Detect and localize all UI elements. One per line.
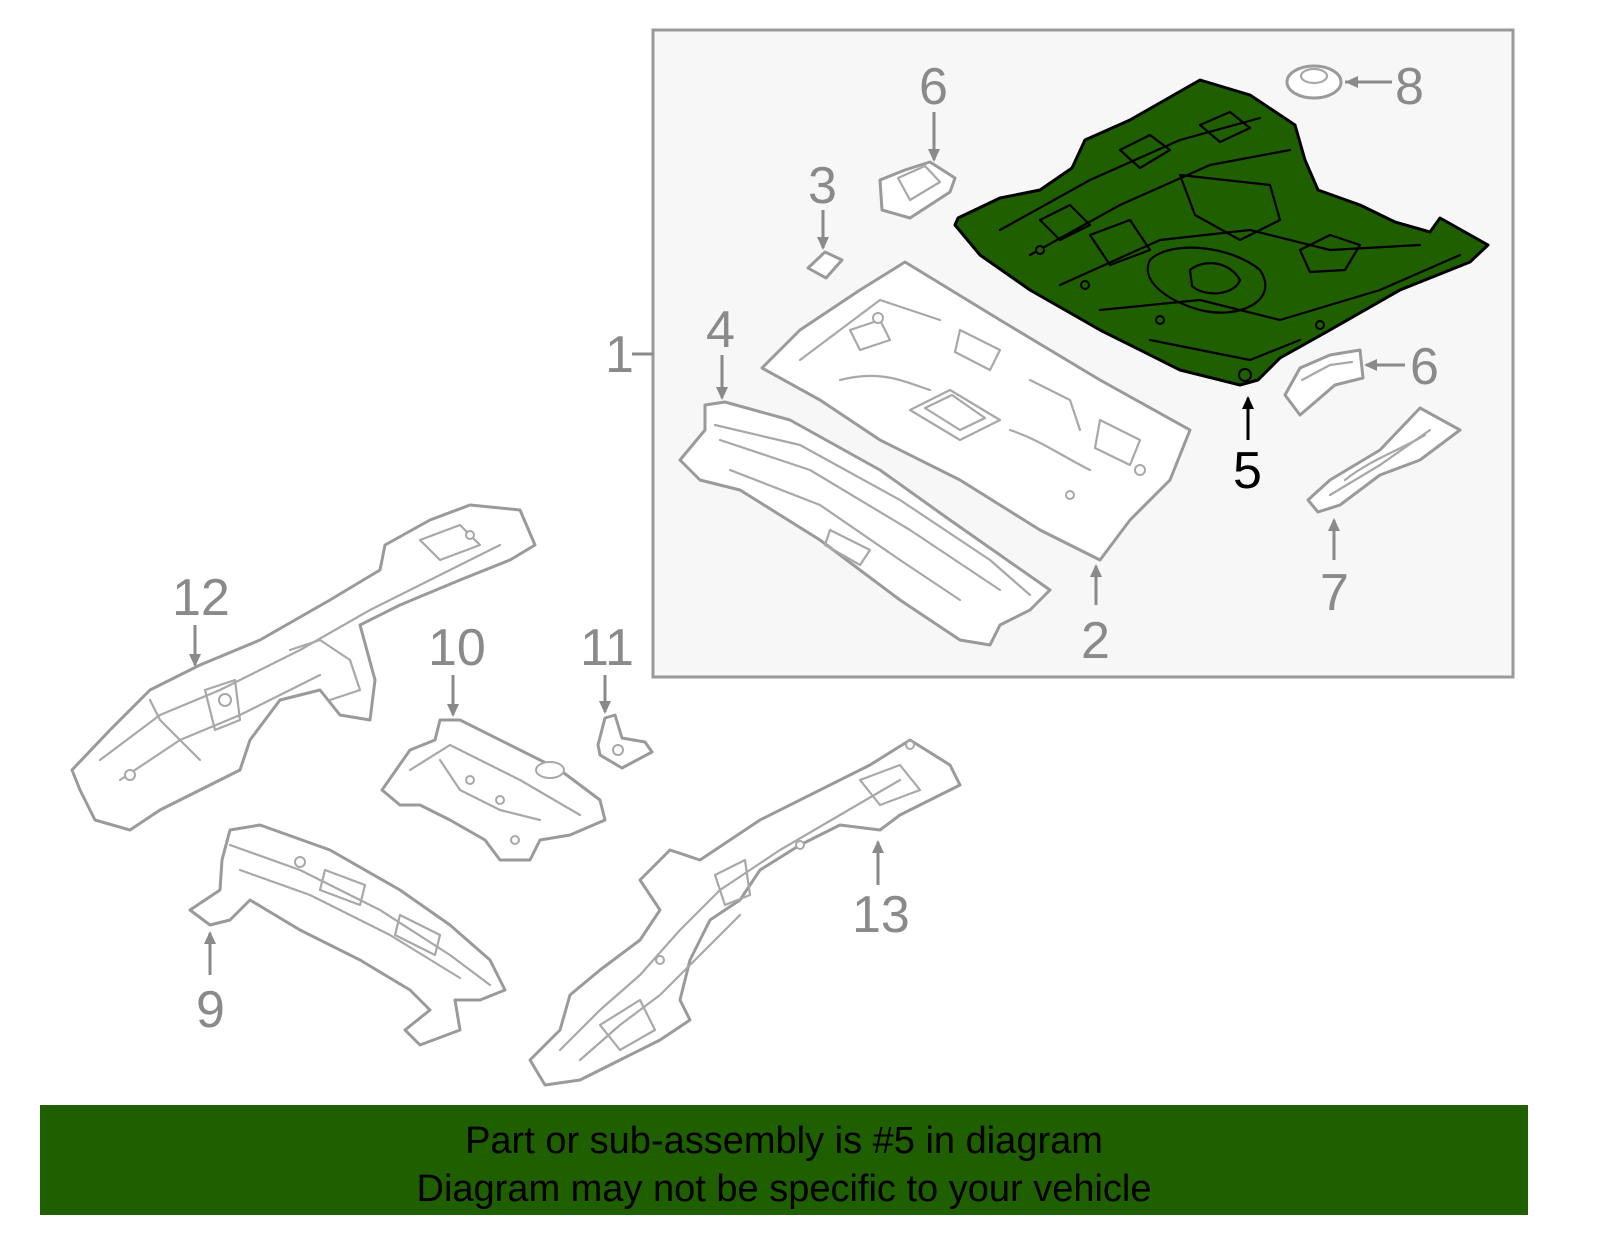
callout-6b[interactable]: 6 (1410, 338, 1439, 396)
callout-12-arrow (189, 625, 201, 667)
callout-6a-arrow (928, 112, 940, 162)
callout-3-arrow (817, 210, 829, 250)
part-12-rear-rail[interactable] (70, 503, 537, 832)
part-5-rear-floor-pan[interactable] (953, 78, 1490, 387)
callout-9-arrow (204, 931, 216, 975)
part-10-bracket[interactable] (380, 718, 607, 862)
callout-5[interactable]: 5 (1233, 442, 1262, 500)
part-6-bracket-lower[interactable] (1283, 348, 1365, 417)
callout-5-arrow (1242, 396, 1254, 440)
info-banner: Part or sub-assembly is #5 in diagram Di… (40, 1105, 1528, 1215)
part-7-reinforcement[interactable] (1306, 406, 1462, 514)
callout-12[interactable]: 12 (172, 569, 230, 627)
callout-6b-arrow (1364, 359, 1405, 371)
part-9-cross-member[interactable] (188, 823, 507, 1047)
banner-line-2: Diagram may not be specific to your vehi… (416, 1168, 1152, 1210)
part-11-bracket[interactable] (596, 713, 654, 770)
banner-line-1: Part or sub-assembly is #5 in diagram (465, 1120, 1103, 1162)
callout-8-arrow (1345, 76, 1392, 88)
part-8-plug[interactable] (1285, 64, 1343, 100)
callout-9[interactable]: 9 (196, 981, 225, 1039)
callout-7[interactable]: 7 (1320, 564, 1349, 622)
callout-8[interactable]: 8 (1395, 58, 1424, 116)
part-4-cross-member[interactable] (678, 400, 1052, 647)
part-3-patch[interactable] (806, 250, 844, 280)
callout-11-arrow (599, 675, 611, 714)
callout-11[interactable]: 11 (580, 619, 634, 677)
callout-7-arrow (1328, 518, 1340, 560)
part-13-rear-rail[interactable] (528, 738, 962, 1087)
callout-13[interactable]: 13 (852, 886, 910, 944)
part-2-floor-panel[interactable] (760, 260, 1192, 562)
callout-2[interactable]: 2 (1081, 612, 1110, 670)
callout-6a[interactable]: 6 (919, 58, 948, 116)
callout-1[interactable]: 1 (605, 326, 634, 384)
callout-4-arrow (716, 355, 728, 400)
callout-3[interactable]: 3 (808, 157, 837, 215)
callout-2-arrow (1090, 564, 1102, 605)
callout-10[interactable]: 10 (428, 619, 486, 677)
part-6-bracket-upper[interactable] (878, 160, 957, 220)
callout-13-arrow (872, 840, 884, 885)
callout-10-arrow (447, 675, 459, 717)
callout-4[interactable]: 4 (706, 301, 735, 359)
